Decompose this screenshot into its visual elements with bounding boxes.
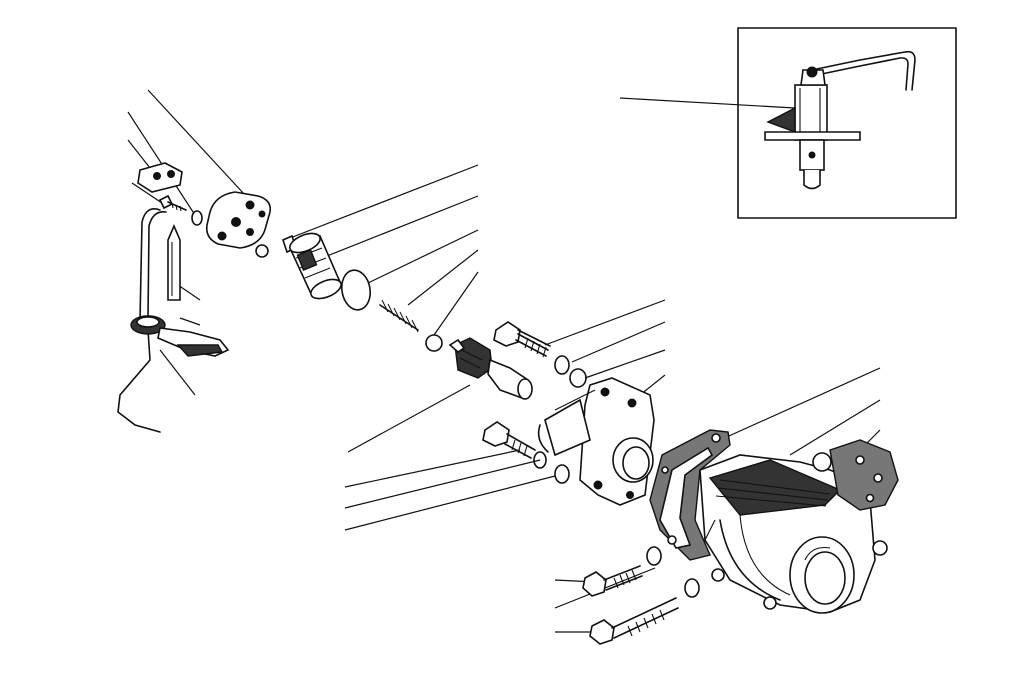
inset-frame [737,27,957,219]
leader-line [177,284,201,301]
lever-arm [130,315,230,357]
leader-line [179,317,201,326]
small-ball [255,244,269,258]
leader-line [159,349,196,396]
washer [569,368,587,388]
washer [533,451,547,469]
valve-plunger [448,337,533,400]
small-bolt [158,194,187,212]
bolt-lower [482,421,536,459]
leader-line [344,475,556,531]
linkage-rod [117,208,167,433]
washer [684,578,700,598]
main-housing [699,439,899,614]
bolt-bottom-2 [589,597,679,645]
leader-line [433,271,479,336]
bolt-upper [493,321,551,358]
leader-line [789,399,881,456]
leader-line [584,349,666,379]
check-ball [425,334,443,352]
leader-line [127,139,151,169]
flanged-elbow [537,377,655,506]
leader-line [131,182,166,206]
inset-detail [737,27,957,219]
leader-line [321,195,479,259]
flange-plate [205,191,272,249]
valve-sleeve [282,232,342,300]
leader-line [619,97,796,109]
leader-line [147,89,246,196]
leader-line [544,299,666,346]
washer [554,355,570,375]
leader-line [344,449,521,488]
spring [379,299,419,333]
leader-line [284,164,479,241]
gasket [649,429,731,561]
leader-lines [127,89,881,633]
pin [167,223,181,301]
leader-line [347,384,471,453]
leader-line [344,459,541,509]
leader-line [571,321,666,363]
o-ring [340,269,372,311]
washer [646,546,662,566]
leader-line [407,249,479,306]
small-washer [191,210,203,226]
washer [554,464,570,484]
leader-line [367,229,479,284]
bolt-bottom-1 [582,565,643,597]
small-plate [137,162,183,193]
leader-line [719,367,881,441]
